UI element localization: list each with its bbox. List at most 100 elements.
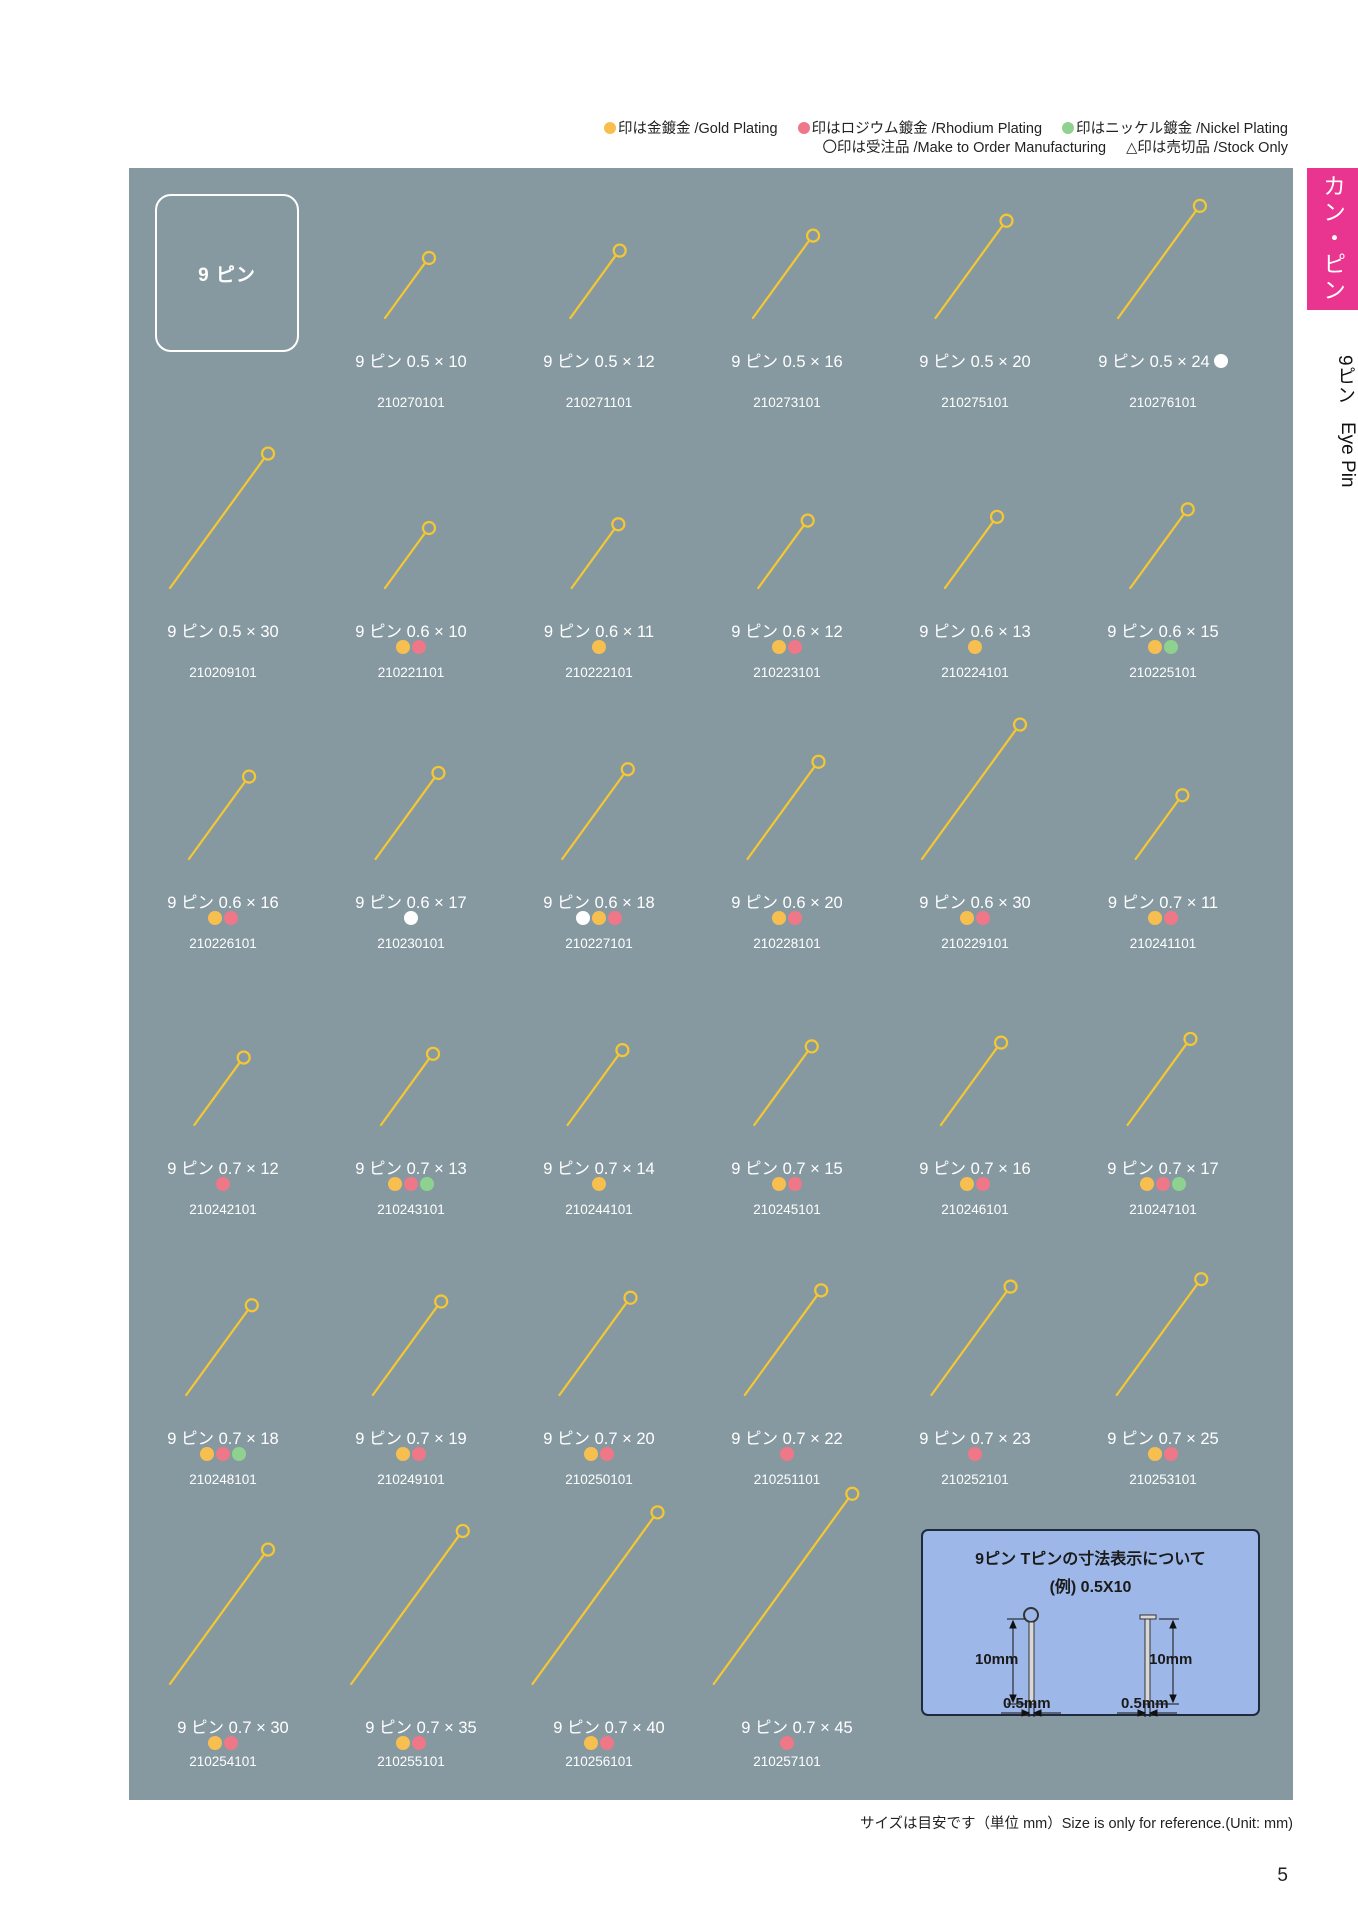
rhodium-plating-dot bbox=[608, 911, 622, 925]
rhodium-plating-dot bbox=[788, 911, 802, 925]
rhodium-plating-dot bbox=[600, 1447, 614, 1461]
nickel-plating-dot bbox=[420, 1177, 434, 1191]
t-pin-length-arrow bbox=[1155, 1618, 1179, 1705]
pin-shaft bbox=[570, 528, 616, 590]
side-label-en: Eye Pin bbox=[1337, 421, 1358, 488]
plating-dots bbox=[505, 1736, 693, 1752]
pin-eye bbox=[623, 1290, 638, 1305]
diagram-length-left: 10mm bbox=[975, 1651, 1019, 1668]
legend-make-to-order: 〇印は受注品 /Make to Order Manufacturing bbox=[822, 140, 1107, 156]
product-code: 210249101 bbox=[377, 1472, 445, 1487]
pin-shaft bbox=[561, 773, 625, 861]
pin-eye bbox=[431, 765, 446, 781]
pin-shaft bbox=[1129, 513, 1185, 590]
category-tab[interactable]: カン・ピン bbox=[1307, 168, 1358, 310]
pin-eye bbox=[620, 762, 635, 777]
white-plating-dot bbox=[576, 911, 590, 925]
gold-plating-dot bbox=[772, 911, 786, 925]
product-label: 9 ピン 0.7 × 12 bbox=[167, 1160, 279, 1178]
gold-plating-dot bbox=[1148, 1447, 1162, 1461]
product-code: 210246101 bbox=[941, 1202, 1009, 1217]
plating-dots bbox=[1069, 640, 1257, 656]
eye-pin-image bbox=[379, 1046, 441, 1127]
pin-eye bbox=[999, 213, 1014, 228]
pin-eye bbox=[845, 1486, 860, 1501]
pin-eye bbox=[421, 520, 437, 536]
product-code: 210271101 bbox=[565, 395, 633, 410]
product-code: 210226101 bbox=[189, 936, 257, 951]
pin-eye bbox=[615, 1043, 630, 1058]
rhodium-plating-dot bbox=[976, 1177, 990, 1191]
pin-shaft bbox=[930, 1290, 1008, 1397]
plating-dots bbox=[129, 1177, 317, 1193]
white-plating-dot bbox=[404, 911, 418, 925]
gold-plating-dot bbox=[200, 1447, 214, 1461]
product-label: 9 ピン 0.6 × 17 bbox=[355, 894, 467, 912]
product-label: 9 ピン 0.7 × 22 bbox=[731, 1430, 843, 1448]
product-label: 9 ピン 0.7 × 18 bbox=[167, 1430, 279, 1448]
product-label: 9 ピン 0.5 × 10 bbox=[355, 353, 467, 371]
pin-shaft bbox=[371, 1305, 439, 1397]
product-code: 210242101 bbox=[189, 1202, 257, 1217]
pin-eye bbox=[260, 1542, 276, 1557]
pin-shaft bbox=[934, 224, 1004, 320]
eye-pin-image bbox=[350, 1523, 470, 1686]
product-label: 9 ピン 0.7 × 11 bbox=[1107, 894, 1219, 912]
eye-pin-image bbox=[374, 765, 446, 861]
rhodium-plating-dot bbox=[1164, 911, 1178, 925]
product-code: 210228101 bbox=[753, 936, 821, 951]
product-label: 9 ピン 0.7 × 17 bbox=[1107, 1160, 1219, 1178]
product-code: 210225101 bbox=[1129, 665, 1197, 680]
eye-pin-image bbox=[566, 1043, 630, 1127]
pin-shaft bbox=[1134, 799, 1180, 861]
pin-shaft bbox=[350, 1534, 460, 1686]
eye-pin-image bbox=[934, 213, 1014, 320]
plating-dots bbox=[129, 1736, 317, 1752]
product-label: 9 ピン 0.7 × 15 bbox=[731, 1160, 843, 1178]
product-label: 9 ピン 0.6 × 11 bbox=[543, 623, 655, 641]
side-label-jp: 9ピン bbox=[1334, 354, 1355, 404]
legend-nickel-text: 印はニッケル鍍金 /Nickel Plating bbox=[1076, 121, 1288, 137]
pin-shaft bbox=[558, 1301, 628, 1397]
pin-shaft bbox=[193, 1061, 241, 1127]
pin-shaft bbox=[920, 728, 1018, 861]
pin-shaft bbox=[753, 1050, 809, 1127]
product-item[interactable]: 9 ピン 0.7 × 12 210242101 bbox=[129, 975, 317, 1235]
eye-pin-image bbox=[1115, 1272, 1209, 1397]
plating-dots bbox=[1069, 1177, 1257, 1193]
pin-shaft bbox=[757, 524, 805, 590]
pin-shaft bbox=[751, 239, 811, 320]
